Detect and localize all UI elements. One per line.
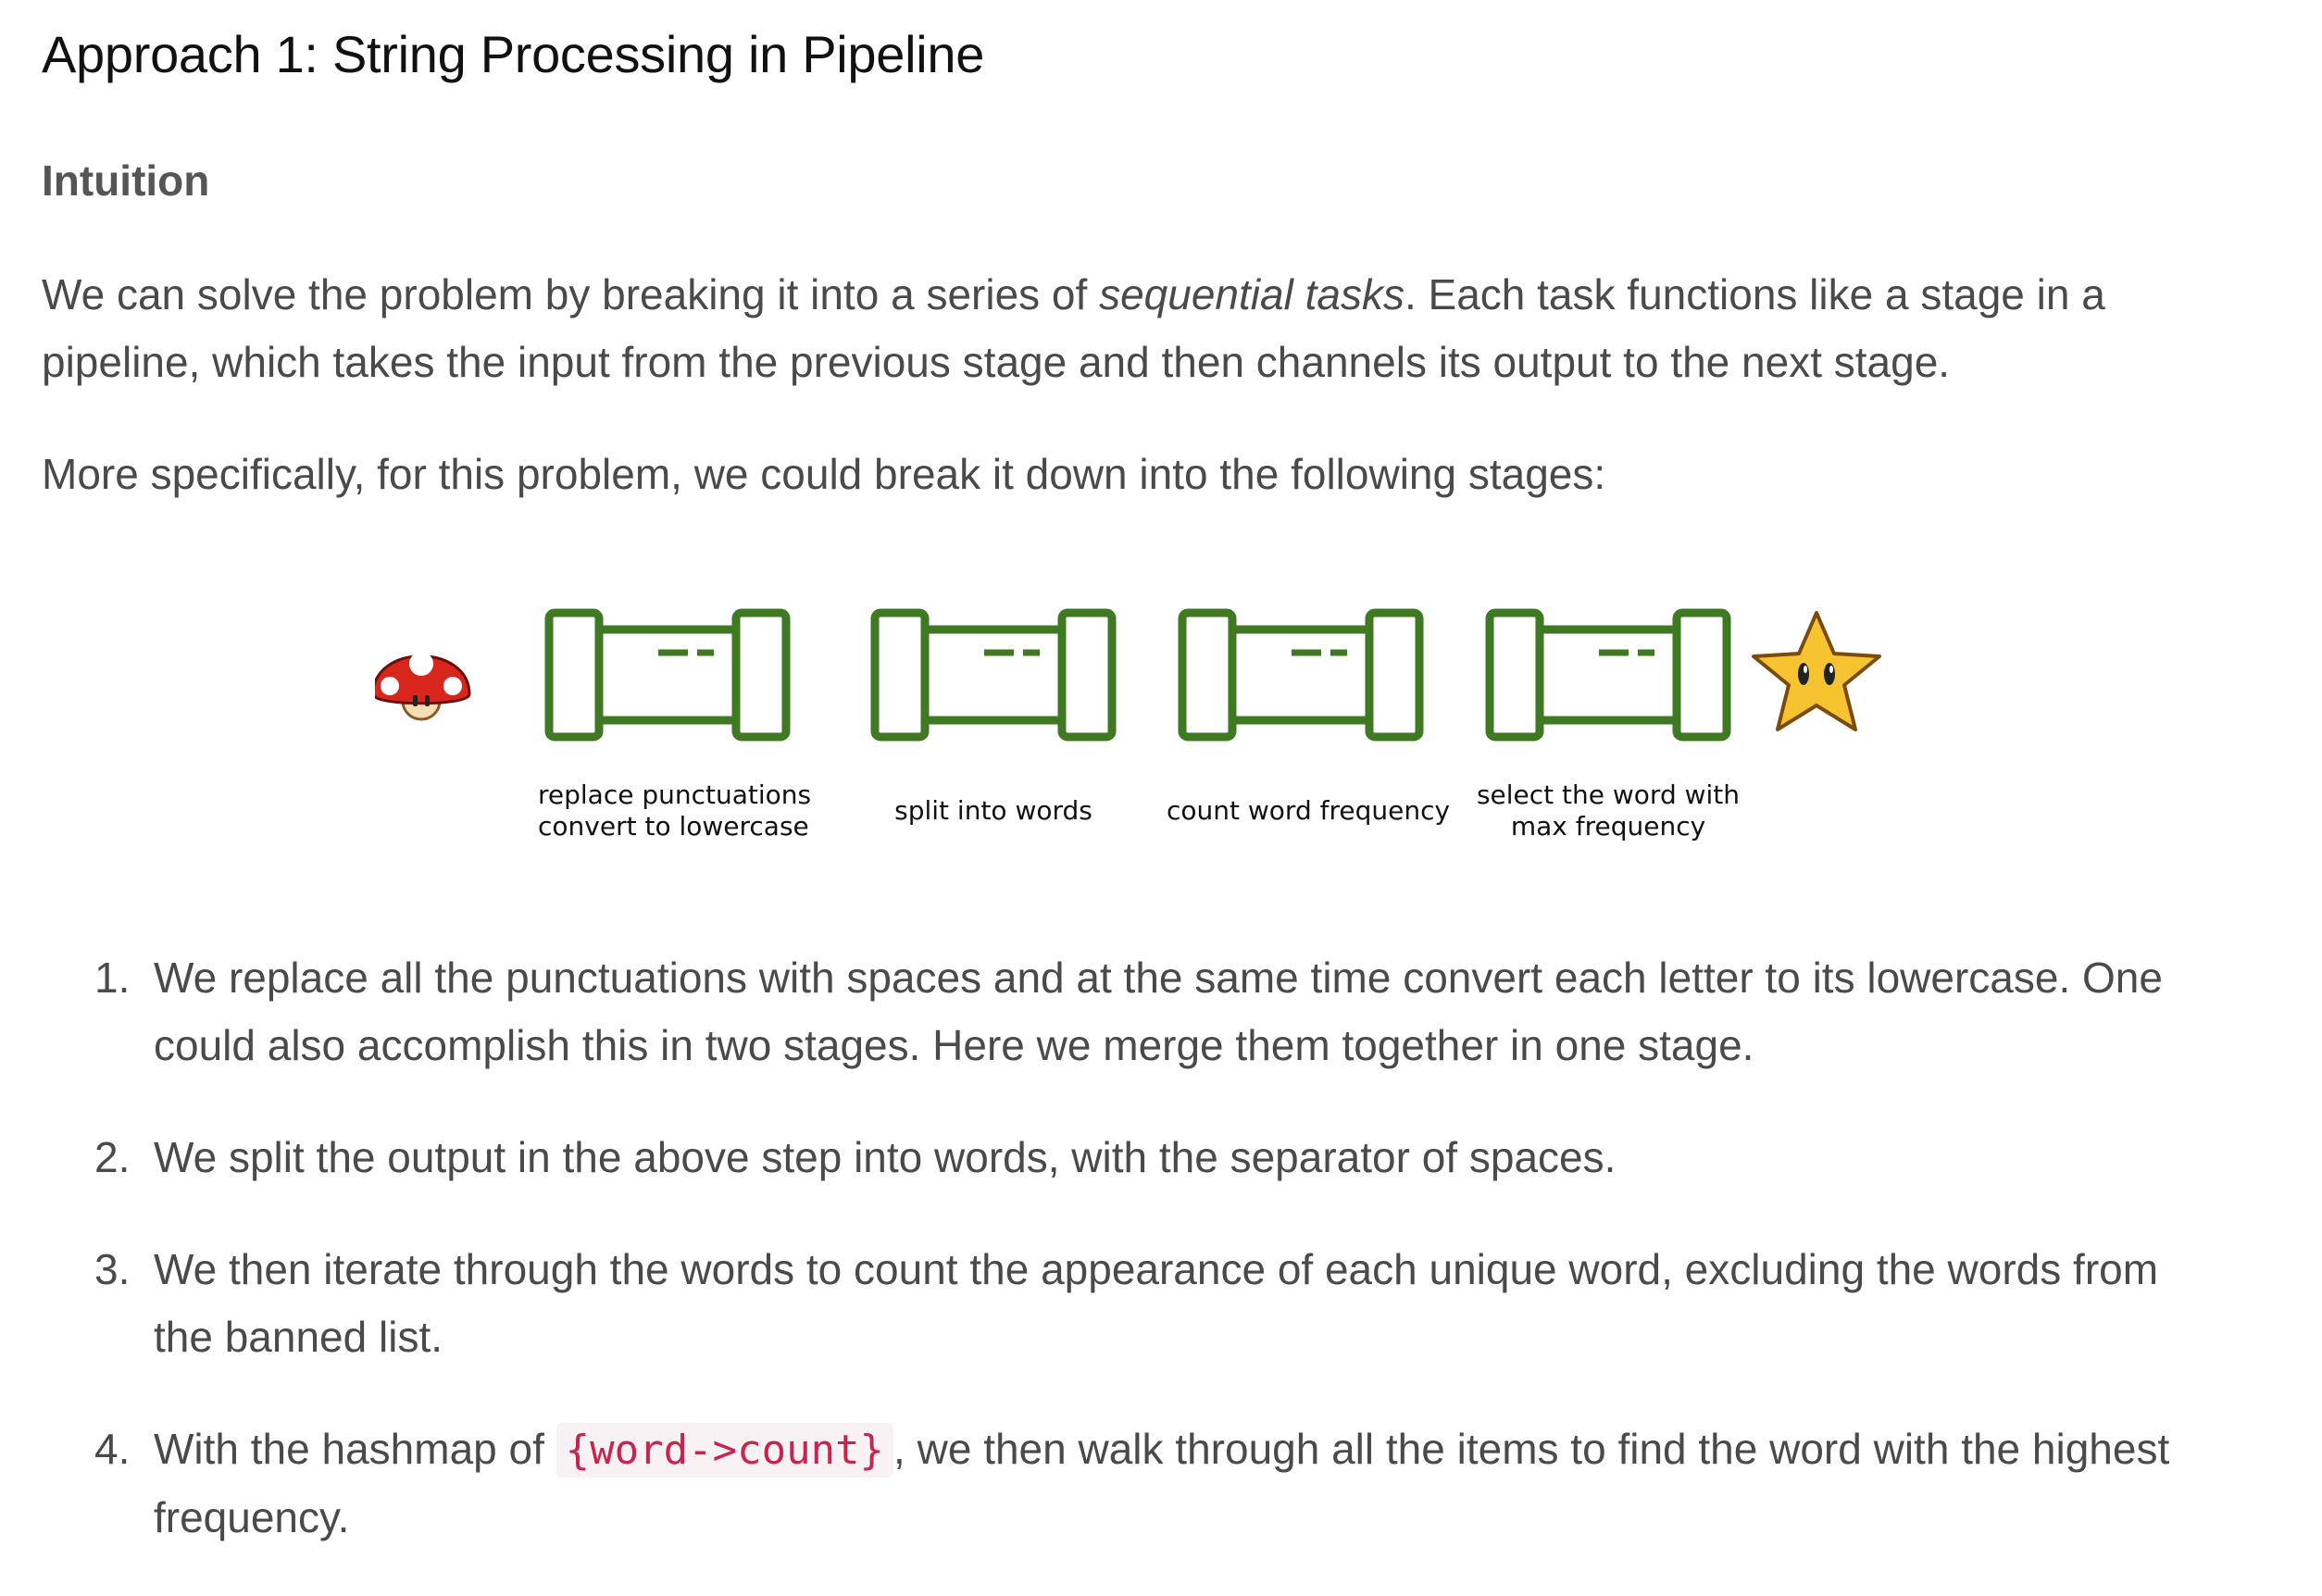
list-item-text: We replace all the punctuations with spa… xyxy=(154,954,2163,1069)
list-item: 1. We replace all the punctuations with … xyxy=(42,944,2199,1079)
intro-text-after: . Each task functions like a stage in a … xyxy=(42,270,2105,386)
star-icon xyxy=(1752,611,1881,731)
intro-emphasis: sequential tasks xyxy=(1099,270,1404,318)
stage-label-4-line1: select the word with xyxy=(1476,779,1741,810)
list-item-text: We split the output in the above step in… xyxy=(154,1133,1617,1181)
intro-text-before: We can solve the problem by breaking it … xyxy=(42,270,1100,318)
mushroom-icon xyxy=(375,652,471,721)
stage-label-2-line1: split into words xyxy=(894,795,1092,826)
list-item-number: 1. xyxy=(94,954,131,1002)
list-item: 2. We split the output in the above step… xyxy=(42,1124,2199,1191)
list-item-text-after: , we then walk through all the items to … xyxy=(154,1425,2170,1541)
pipeline-diagram: replace punctuations convert to lowercas… xyxy=(375,592,1912,870)
inline-code-hashmap: {word->count} xyxy=(556,1423,894,1478)
pipe-stage-4 xyxy=(1485,608,1731,742)
pipe-stage-1 xyxy=(544,608,791,742)
steps-list: 1. We replace all the punctuations with … xyxy=(42,944,2199,1596)
stage-label-3: count word frequency xyxy=(1167,795,1451,827)
stage-label-1-line1: replace punctuations xyxy=(538,779,812,810)
stage-label-2: split into words xyxy=(864,795,1123,827)
stage-label-3-line1: count word frequency xyxy=(1167,795,1451,826)
list-item-number: 4. xyxy=(94,1425,131,1473)
section-heading: Intuition xyxy=(42,156,210,205)
pipeline-graphic xyxy=(375,608,1881,742)
stage-label-4: select the word with max frequency xyxy=(1474,779,1742,842)
stages-intro-paragraph: More specifically, for this problem, we … xyxy=(42,450,1606,498)
list-item-text-before: With the hashmap of xyxy=(154,1425,556,1473)
pipe-stage-2 xyxy=(870,608,1117,742)
list-item-number: 2. xyxy=(94,1133,131,1181)
stage-label-1: replace punctuations convert to lowercas… xyxy=(538,779,812,842)
stage-label-4-line2: max frequency xyxy=(1510,811,1706,842)
list-item-number: 3. xyxy=(94,1245,131,1293)
stage-label-1-line2: convert to lowercase xyxy=(538,811,809,842)
pipe-stage-3 xyxy=(1178,608,1424,742)
page-title: Approach 1: String Processing in Pipelin… xyxy=(42,25,985,83)
list-item-text: We then iterate through the words to cou… xyxy=(154,1245,2159,1361)
intro-paragraph: We can solve the problem by breaking it … xyxy=(42,261,2199,396)
list-item: 4. With the hashmap of {word->count}, we… xyxy=(42,1415,2199,1552)
list-item: 3. We then iterate through the words to … xyxy=(42,1236,2199,1371)
